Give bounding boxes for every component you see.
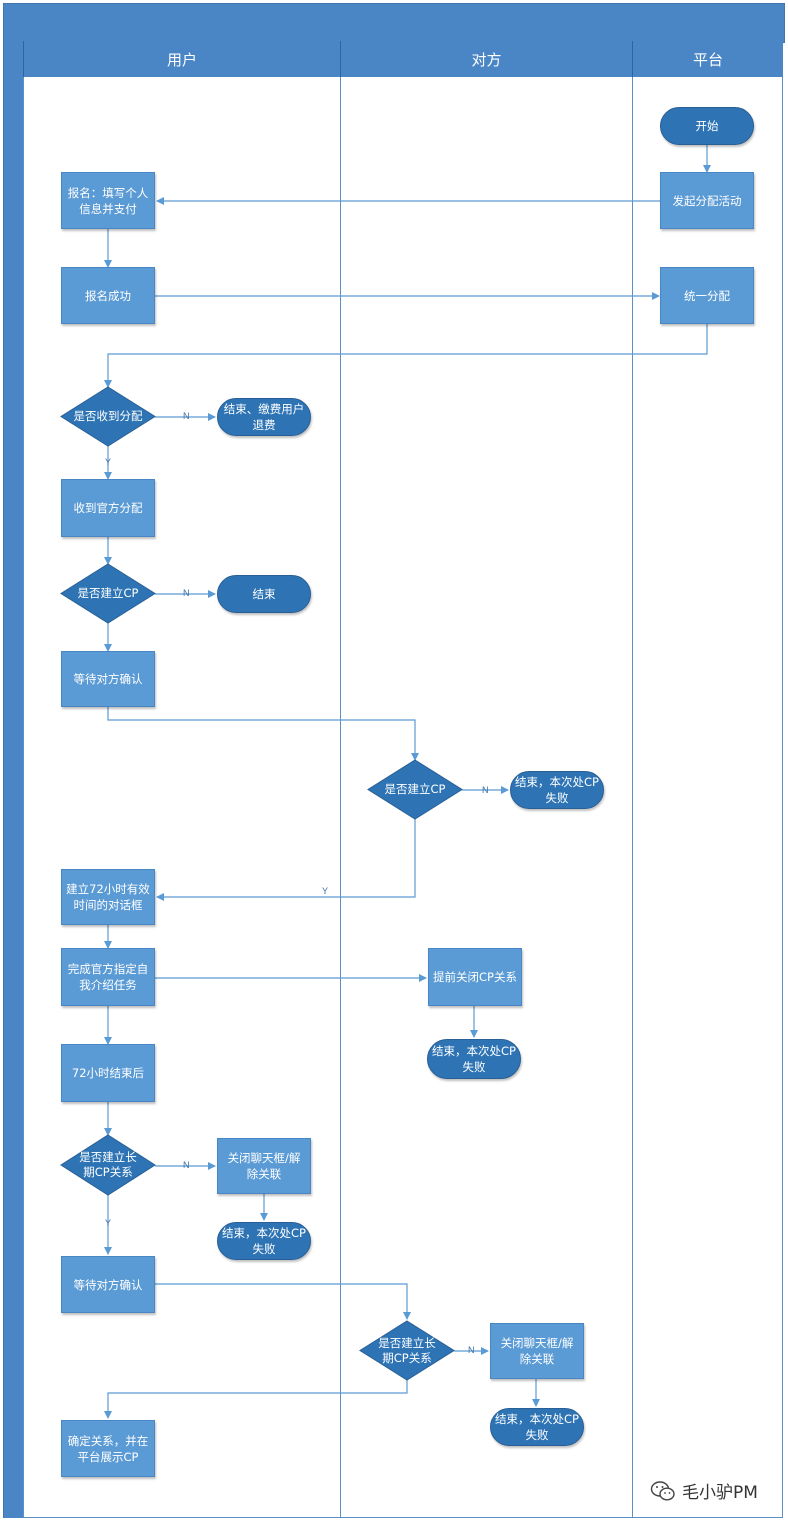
decision-long-cp: 是否建立长期CP关系 — [60, 1134, 156, 1196]
other-decision-build-cp: 是否建立CP — [367, 759, 463, 820]
close-early-step: 提前关闭CP关系 — [428, 948, 522, 1006]
launch-activity-step: 发起分配活动 — [660, 172, 754, 229]
edge-label-y: Y — [105, 457, 112, 467]
decision-long-cp-label: 是否建立长期CP关系 — [79, 1150, 137, 1179]
end-node: 结束 — [217, 575, 311, 613]
wait-confirm-step-2: 等待对方确认 — [61, 1256, 155, 1313]
watermark: 毛小驴PM — [650, 1478, 758, 1503]
decision-received: 是否收到分配 — [60, 386, 156, 447]
other-end-fail-node-4: 结束，本次处CP失败 — [490, 1408, 584, 1446]
unified-assign-step: 统一分配 — [660, 267, 754, 324]
signup-step: 报名：填写个人信息并支付 — [61, 172, 155, 229]
dialog-72h-step: 建立72小时有效时间的对话框 — [61, 869, 155, 925]
edge-label-n: N — [482, 785, 489, 795]
end-fail-node-3: 结束，本次处CP失败 — [217, 1222, 311, 1260]
other-close-chat-step: 关闭聊天框/解除关联 — [490, 1323, 584, 1379]
edge-label-n: N — [183, 411, 190, 421]
edge-label-n: N — [183, 588, 190, 598]
end-refund-node: 结束、缴费用户退费 — [217, 398, 311, 436]
after-72h-step: 72小时结束后 — [61, 1044, 155, 1102]
decision-received-label: 是否收到分配 — [73, 409, 143, 423]
confirm-show-step: 确定关系，并在平台展示CP — [61, 1420, 155, 1477]
received-official-step: 收到官方分配 — [61, 479, 155, 537]
side-bar — [3, 41, 24, 1518]
start-node: 开始 — [660, 107, 754, 145]
watermark-text: 毛小驴PM — [682, 1483, 758, 1503]
edge-label-y: Y — [322, 886, 329, 896]
edge-label-n: N — [468, 1345, 475, 1355]
signup-success-step: 报名成功 — [61, 267, 155, 324]
title-bar — [3, 3, 785, 43]
other-decision-long-cp-label: 是否建立长期CP关系 — [378, 1335, 436, 1365]
close-chat-step-1: 关闭聊天框/解除关联 — [217, 1138, 311, 1194]
lane-header-other: 对方 — [340, 41, 632, 77]
edge-label-n: N — [183, 1160, 190, 1170]
other-end-fail-node-2: 结束，本次处CP失败 — [427, 1039, 521, 1079]
intro-task-step: 完成官方指定自我介绍任务 — [61, 948, 155, 1006]
lane-header-user: 用户 — [23, 41, 340, 77]
edge-label-y: Y — [105, 1218, 112, 1228]
wechat-icon — [650, 1480, 675, 1501]
decision-build-cp: 是否建立CP — [60, 563, 156, 624]
lane-header-platform: 平台 — [632, 41, 783, 77]
other-end-fail-node-1: 结束，本次处CP失败 — [510, 771, 604, 809]
other-decision-build-cp-label: 是否建立CP — [384, 782, 446, 796]
decision-build-cp-label: 是否建立CP — [77, 586, 139, 600]
wait-confirm-step-1: 等待对方确认 — [61, 651, 155, 707]
other-decision-long-cp: 是否建立长期CP关系 — [359, 1320, 455, 1381]
